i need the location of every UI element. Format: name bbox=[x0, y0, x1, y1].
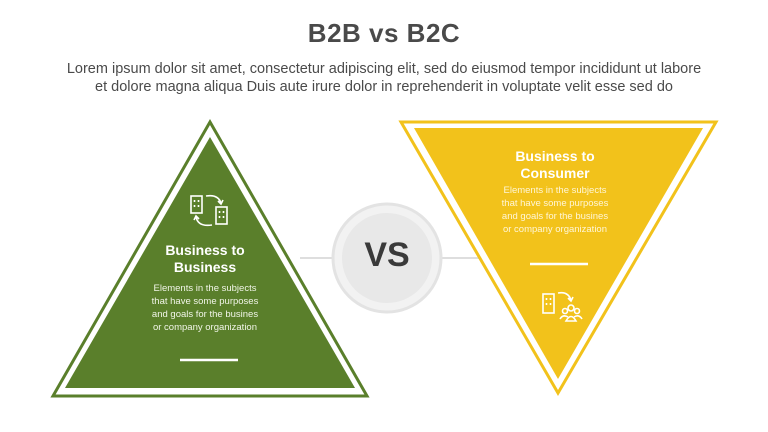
building-to-people-icon bbox=[542, 291, 583, 322]
right-desc-line: that have some purposes bbox=[501, 198, 609, 209]
buildings-exchange-icon bbox=[190, 194, 228, 227]
subtitle-line-1: Lorem ipsum dolor sit amet, consectetur … bbox=[66, 61, 702, 77]
right-heading-line-1: Business to bbox=[515, 148, 595, 164]
left-description: Elements in the subjects that have some … bbox=[140, 282, 270, 334]
right-desc-line: or company organization bbox=[502, 224, 608, 235]
left-heading-line-2: Business bbox=[173, 259, 237, 275]
left-desc-line: that have some purposes bbox=[151, 296, 259, 307]
right-triangle-outline bbox=[398, 120, 719, 396]
left-triangle-outline bbox=[50, 118, 370, 398]
right-desc-line: Elements in the subjects bbox=[503, 185, 607, 196]
right-desc-line: and goals for the busines bbox=[501, 211, 609, 222]
left-triangle-fill bbox=[65, 137, 355, 388]
vs-label: VS bbox=[364, 236, 410, 274]
right-triangle-fill bbox=[414, 128, 703, 379]
left-heading: Business to Business bbox=[140, 242, 270, 276]
left-desc-line: Elements in the subjects bbox=[153, 283, 257, 294]
left-heading-line-1: Business to bbox=[165, 242, 245, 258]
right-heading-line-2: Consumer bbox=[520, 165, 590, 181]
page-subtitle: Lorem ipsum dolor sit amet, consectetur … bbox=[30, 60, 738, 96]
subtitle-line-2: et dolore magna aliqua Duis aute irure d… bbox=[95, 79, 673, 95]
vs-inner-circle bbox=[342, 213, 432, 303]
right-heading: Business to Consumer bbox=[490, 148, 620, 182]
right-description: Elements in the subjects that have some … bbox=[490, 184, 620, 236]
page-title: B2B vs B2C bbox=[307, 18, 461, 48]
left-desc-line: and goals for the busines bbox=[151, 309, 259, 320]
left-desc-line: or company organization bbox=[152, 322, 258, 333]
